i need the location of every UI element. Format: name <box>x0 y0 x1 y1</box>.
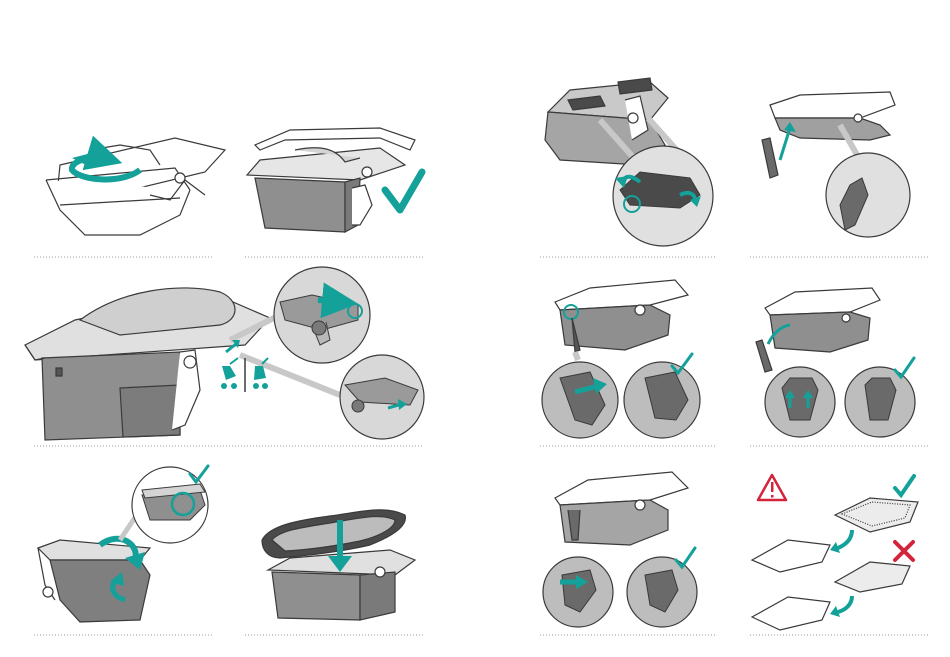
carrycot-body <box>255 178 345 232</box>
frame-hinge <box>175 173 185 183</box>
down-arrow-lower-icon <box>838 596 852 612</box>
checkmark-icon <box>385 172 422 210</box>
mattress-right-lower <box>835 562 910 592</box>
handle-strap <box>756 340 772 372</box>
step-left-1 <box>46 138 225 235</box>
step-left-2 <box>247 128 415 232</box>
step-right-4 <box>756 288 880 372</box>
step-right-3 <box>555 280 688 352</box>
carrycot-body <box>770 312 870 352</box>
step-left-3 <box>25 288 270 440</box>
carrycot-tilted <box>50 560 150 622</box>
checkmark-icon <box>676 548 695 567</box>
step-right-5 <box>555 472 688 545</box>
carrycot-body <box>272 572 360 620</box>
mattress-top <box>835 498 918 532</box>
up-arrow-icon <box>780 128 790 160</box>
handle-strap <box>762 138 778 178</box>
mattress-left-upper <box>752 540 830 572</box>
warning-icon <box>758 475 786 500</box>
down-arrow-icon <box>838 530 852 548</box>
checkmark-icon <box>895 476 914 495</box>
stroller-facing-icon <box>221 358 238 389</box>
mattress-left-lower <box>752 597 830 630</box>
checkmark-icon <box>895 358 914 377</box>
cross-icon <box>895 542 913 560</box>
